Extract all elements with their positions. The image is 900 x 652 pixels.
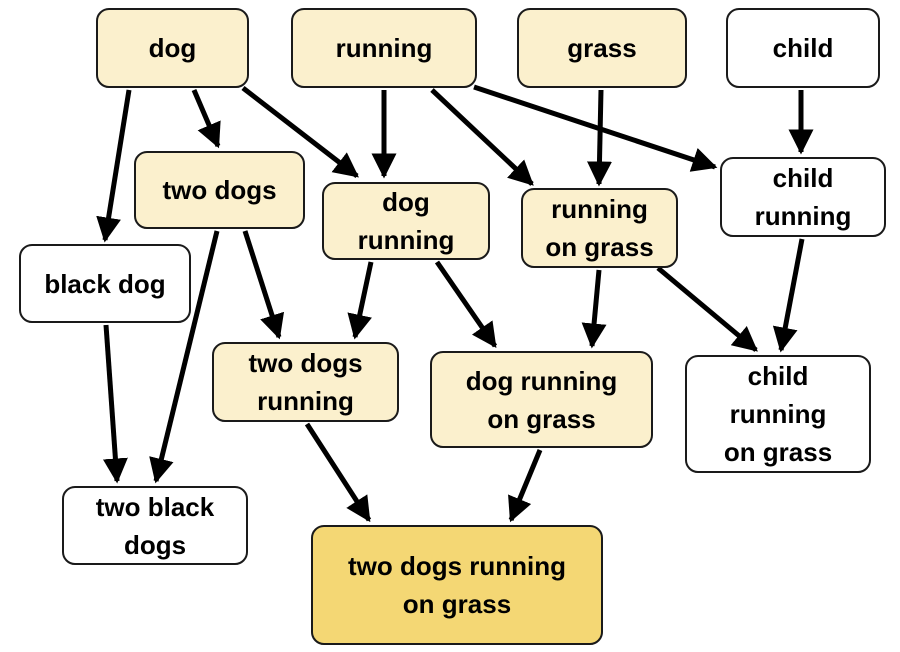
- node-two-dogs-running: two dogs running: [212, 342, 399, 422]
- node-label: two dogs: [162, 175, 277, 205]
- edge-running-on-grass-to-child-running-on-grass: [656, 266, 758, 352]
- edge-two-dogs-to-two-black-dogs: [149, 230, 220, 484]
- node-label: child running on grass: [723, 361, 833, 467]
- edge-dog-to-dog-running: [241, 86, 359, 178]
- node-dog-running: dog running: [322, 182, 490, 260]
- node-label: dog running on grass: [465, 365, 618, 434]
- node-black-dog: black dog: [19, 244, 191, 323]
- node-label: running: [335, 33, 433, 63]
- edge-two-dogs-to-two-dogs-running: [242, 230, 285, 340]
- edge-child-running-to-child-running-on-grass: [772, 238, 805, 353]
- node-label: grass: [567, 33, 637, 63]
- node-two-black-dogs: two black dogs: [62, 486, 248, 565]
- node-label: two black dogs: [95, 491, 215, 560]
- edge-running-to-running-on-grass: [430, 88, 534, 186]
- edge-black-dog-to-two-black-dogs: [102, 324, 128, 484]
- edge-dog-running-to-dog-running-on-grass: [434, 260, 498, 349]
- node-running-on-grass: running on grass: [521, 188, 678, 268]
- edge-dog-to-black-dog: [96, 89, 132, 243]
- node-grass: grass: [517, 8, 687, 88]
- node-label: two dogs running on grass: [347, 551, 567, 619]
- edge-two-dogs-running-to-two-dogs-running-on-grass: [304, 422, 372, 523]
- edge-dog-running-on-grass-to-two-dogs-running-on-grass: [508, 449, 543, 523]
- node-label: child running: [754, 163, 852, 231]
- node-label: child: [772, 33, 834, 63]
- node-child: child: [726, 8, 880, 88]
- node-child-running: child running: [720, 157, 886, 237]
- node-dog-running-on-grass: dog running on grass: [430, 351, 653, 448]
- node-two-dogs-running-on-grass: two dogs running on grass: [311, 525, 603, 645]
- node-label: dog: [148, 33, 197, 63]
- node-label: black dog: [44, 268, 166, 299]
- node-label: running on grass: [545, 194, 654, 262]
- node-child-running-on-grass: child running on grass: [685, 355, 871, 473]
- edge-running-to-child-running: [473, 84, 718, 172]
- node-label: dog running: [357, 187, 455, 255]
- edge-dog-to-two-dogs: [191, 89, 221, 149]
- edge-dog-running-to-two-dogs-running: [347, 261, 374, 340]
- edge-running-on-grass-to-dog-running-on-grass: [581, 269, 607, 349]
- node-dog: dog: [96, 8, 249, 88]
- node-running: running: [291, 8, 477, 88]
- edge-grass-to-running-on-grass: [586, 89, 612, 187]
- node-label: two dogs running: [248, 348, 363, 416]
- node-two-dogs: two dogs: [134, 151, 305, 229]
